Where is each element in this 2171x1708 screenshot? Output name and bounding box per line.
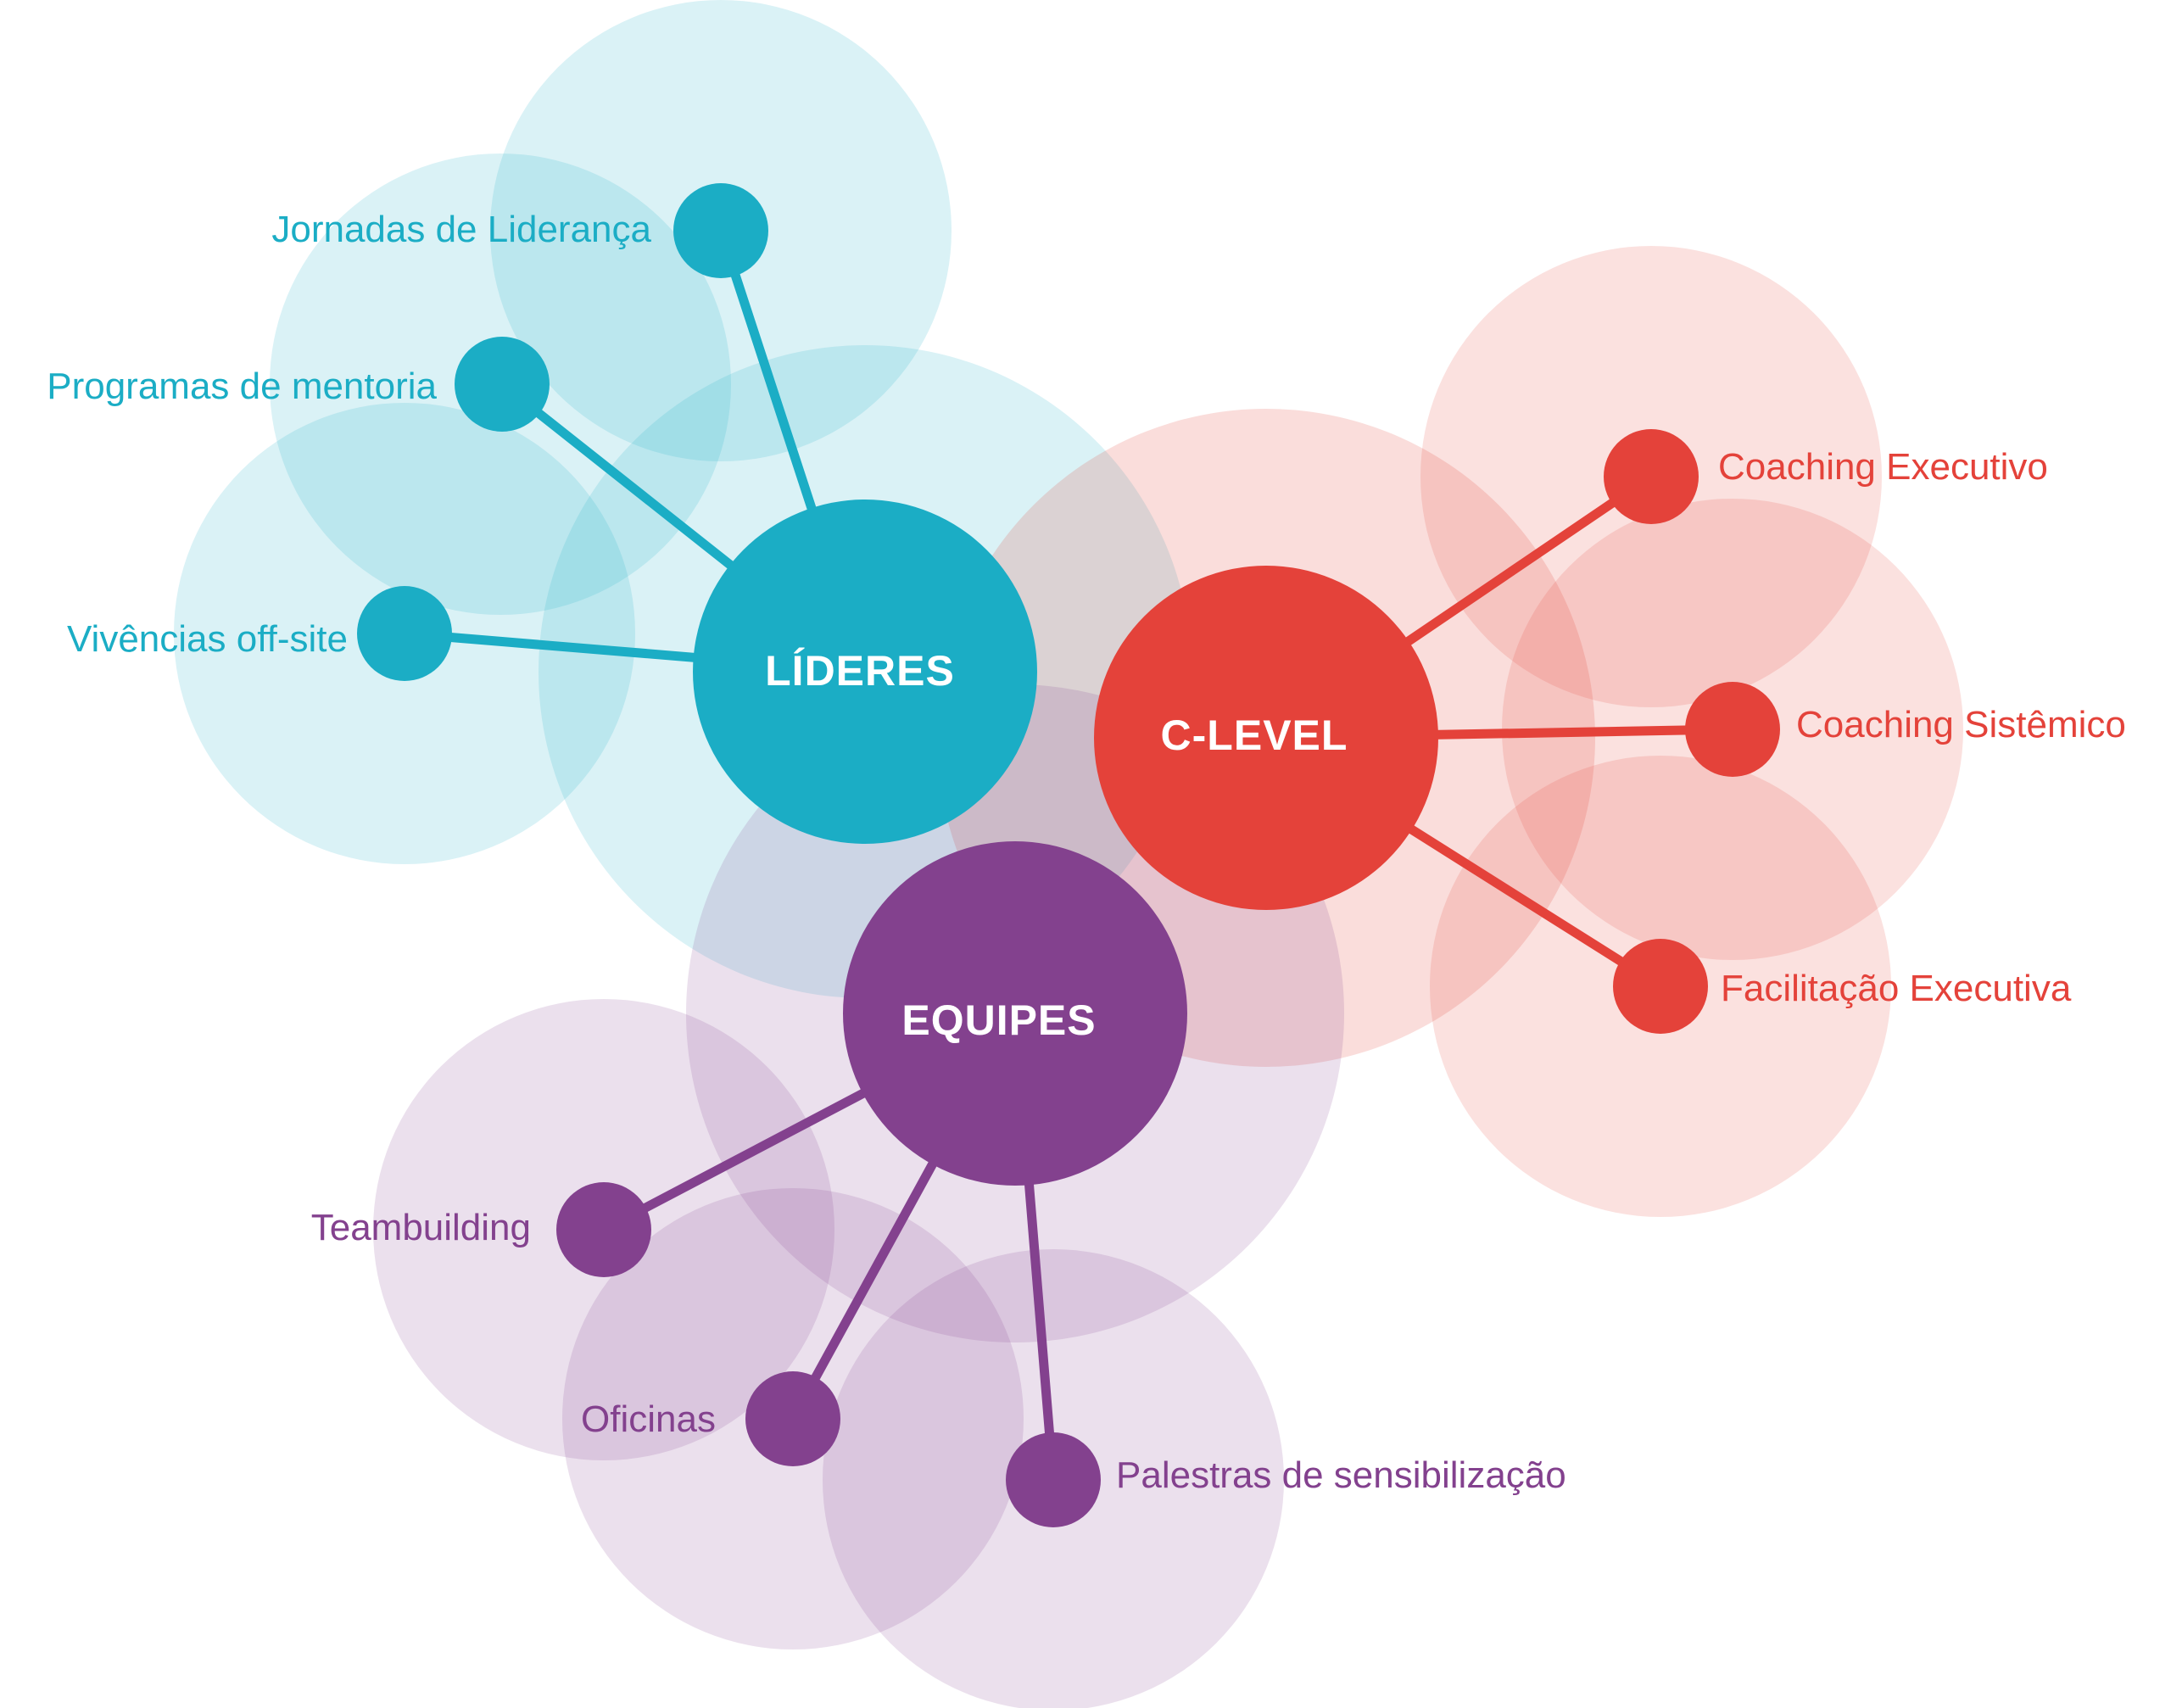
- label-coaching-executivo: Coaching Executivo: [1718, 446, 2048, 488]
- hub-label-equipes: EQUIPES: [901, 996, 1096, 1044]
- node-coaching-executivo: [1604, 429, 1699, 524]
- hub-label-clevel: C-LEVEL: [1161, 712, 1348, 759]
- node-mentoria: [455, 337, 550, 432]
- hub-nodes: [693, 500, 1438, 1186]
- label-teambuilding: Teambuilding: [311, 1207, 531, 1248]
- label-facilitacao: Facilitação Executiva: [1721, 968, 2072, 1009]
- leaf-nodes: [357, 183, 1780, 1527]
- hub-labels: LÍDERES C-LEVEL EQUIPES: [765, 647, 1348, 1044]
- node-teambuilding: [556, 1182, 651, 1277]
- node-coaching-sistemico: [1685, 682, 1780, 777]
- hub-label-lideres: LÍDERES: [765, 647, 955, 695]
- hub-clevel: [1094, 566, 1438, 910]
- label-palestras: Palestras de sensibilização: [1116, 1454, 1566, 1496]
- node-oficinas: [745, 1371, 840, 1466]
- label-oficinas: Oficinas: [581, 1398, 716, 1440]
- hub-equipes: [843, 841, 1187, 1186]
- node-jornadas: [673, 183, 768, 278]
- node-palestras: [1006, 1432, 1101, 1527]
- node-facilitacao: [1613, 939, 1708, 1034]
- label-mentoria: Programas de mentoria: [47, 366, 437, 407]
- leaf-labels: Jornadas de Liderança Programas de mento…: [47, 209, 2126, 1496]
- node-vivencias: [357, 586, 452, 681]
- label-vivencias: Vivências off-site: [67, 618, 348, 660]
- label-jornadas: Jornadas de Liderança: [271, 209, 651, 250]
- hub-lideres: [693, 500, 1037, 844]
- label-coaching-sistemico: Coaching Sistêmico: [1796, 704, 2126, 745]
